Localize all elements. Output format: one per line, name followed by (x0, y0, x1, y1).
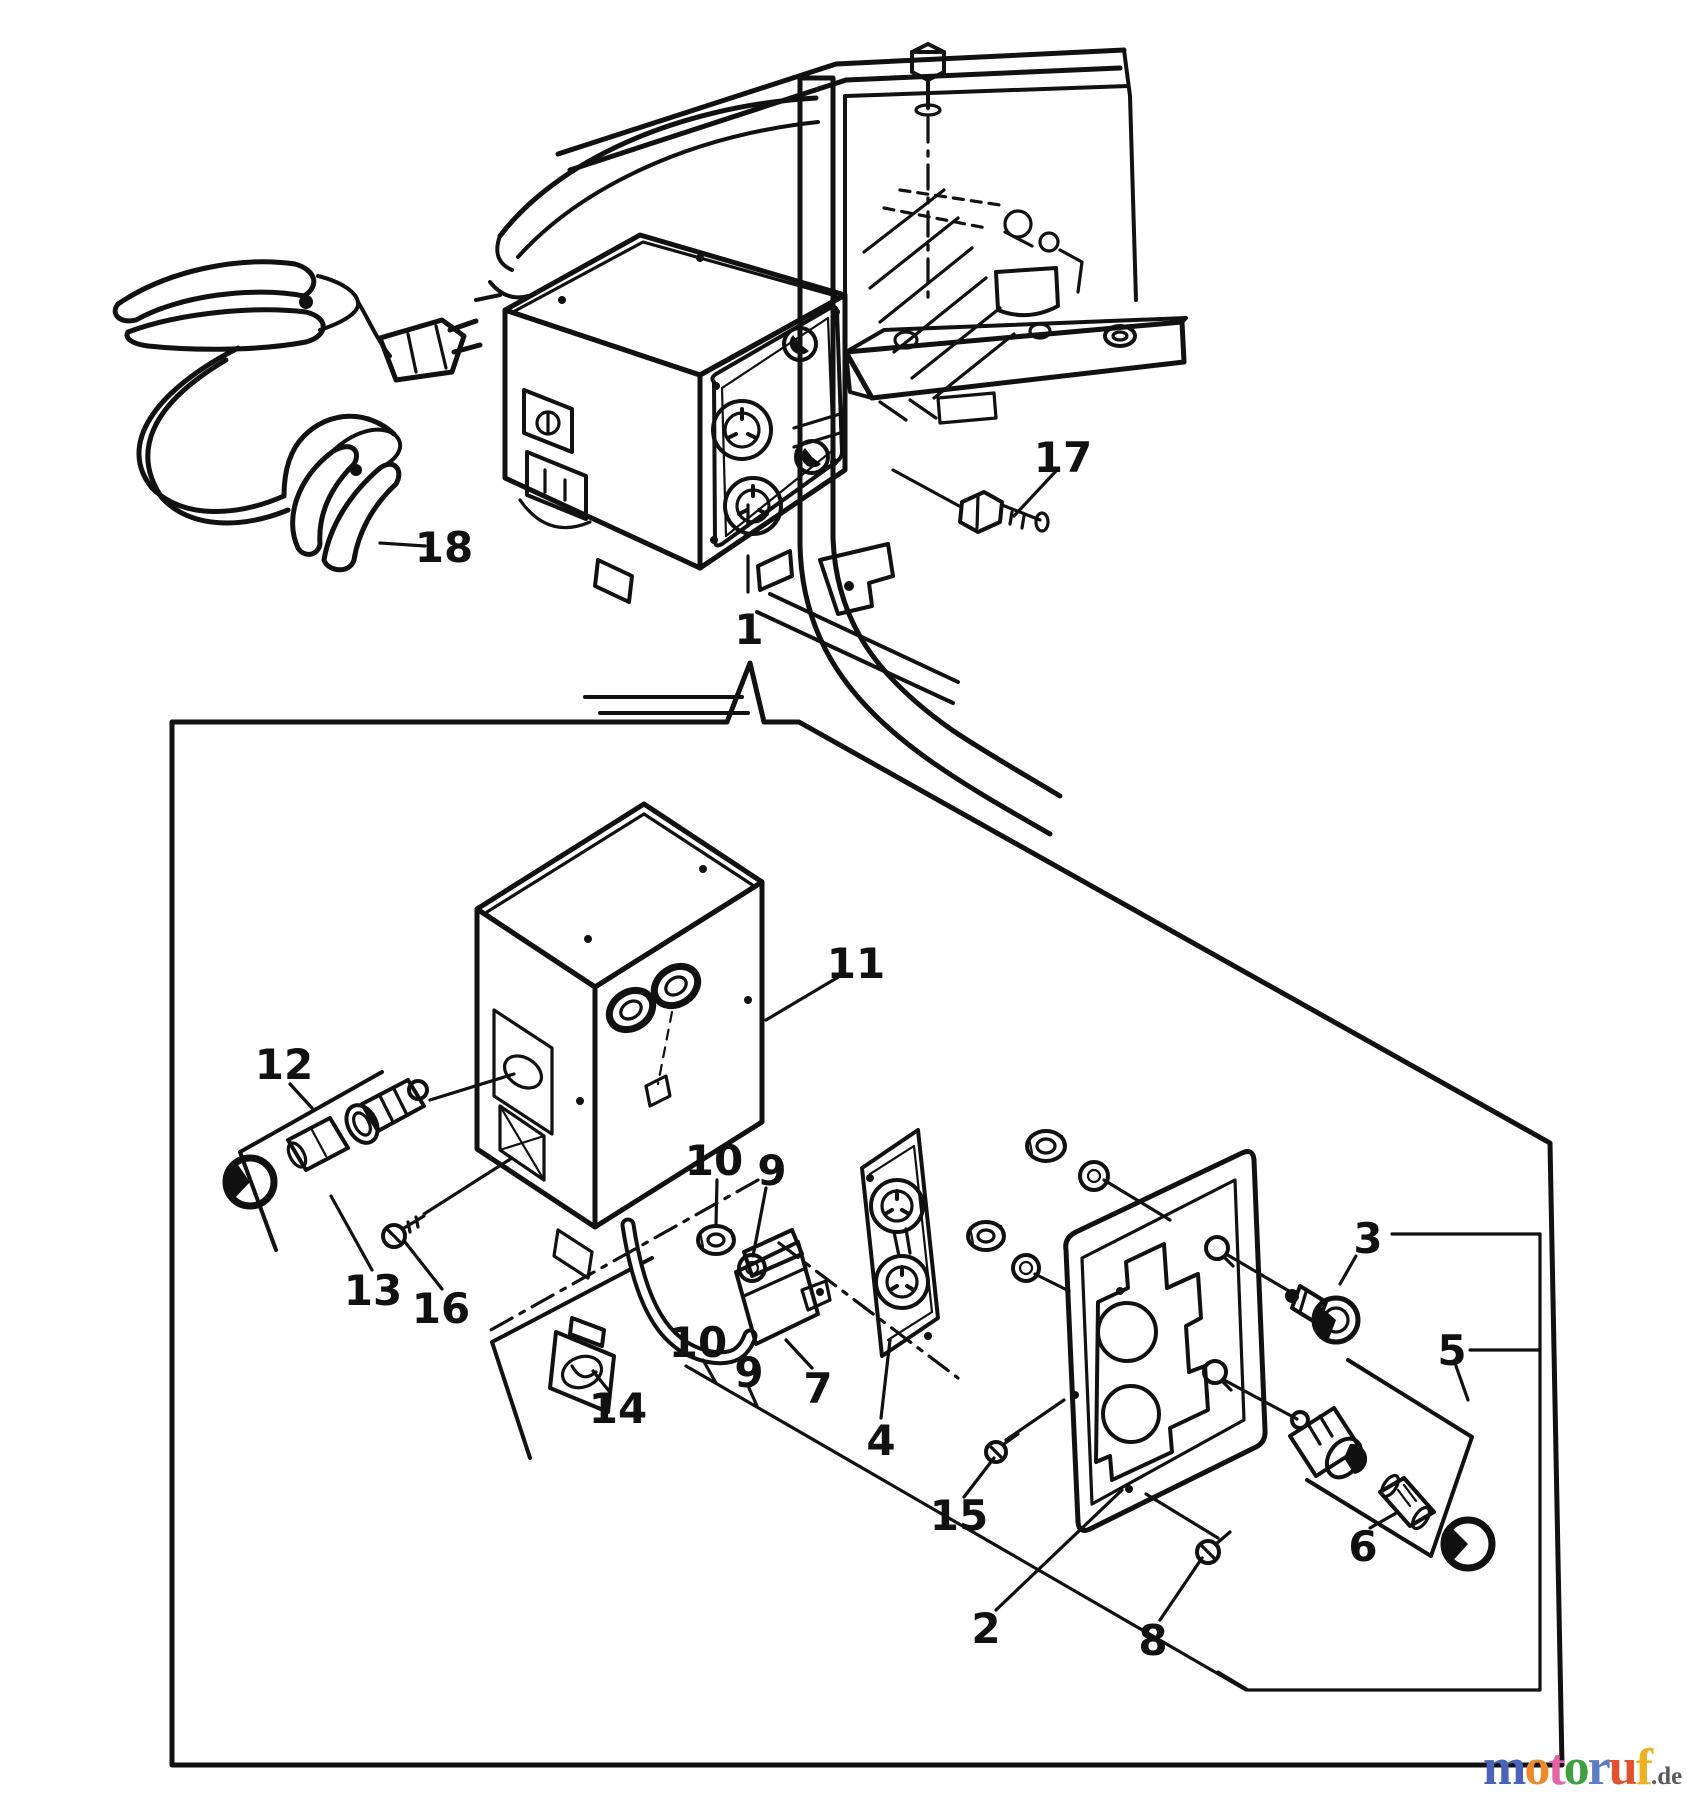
callout-11: 11 (827, 939, 885, 988)
pilot-lamp-3-drawing (1224, 1252, 1361, 1345)
receptacle-plate-4-drawing (860, 1128, 940, 1358)
callout-3: 3 (1353, 1214, 1382, 1263)
watermark-letter: m (1483, 1739, 1526, 1796)
callout-16: 16 (412, 1284, 470, 1333)
callout-9-top: 9 (757, 1146, 786, 1195)
callout-1: 1 (734, 605, 763, 654)
callout-18: 18 (415, 523, 473, 572)
ring-nuts-washers-drawing (696, 1129, 1172, 1293)
detail-box-border (169, 660, 1565, 1768)
connector-14-drawing (490, 1256, 654, 1460)
callout-7: 7 (803, 1364, 832, 1413)
watermark: motoruf.de (1483, 1738, 1682, 1797)
control-box-mounted-drawing (502, 232, 848, 604)
screw-16-drawing (381, 1156, 514, 1249)
screw-8-drawing (1144, 1492, 1232, 1565)
callout-8: 8 (1138, 1616, 1167, 1665)
callout-10-bottom: 10 (669, 1318, 727, 1367)
bolt-17-drawing (891, 468, 1050, 534)
callout-labels: 1 2 3 4 5 6 7 8 9 10 9 10 11 12 13 14 15… (255, 433, 1467, 1665)
watermark-letter: f (1635, 1739, 1653, 1796)
control-box-11-drawing (474, 801, 765, 1280)
engine-assembly-drawing (474, 42, 1188, 837)
front-panel-2-drawing (1063, 1149, 1268, 1533)
callout-5: 5 (1437, 1326, 1466, 1375)
watermark-letter: r (1587, 1739, 1611, 1796)
callout-12: 12 (255, 1040, 313, 1089)
watermark-letter: o (1524, 1739, 1550, 1796)
watermark-suffix: .de (1651, 1763, 1683, 1790)
callout-6: 6 (1348, 1522, 1377, 1571)
watermark-letter: t (1548, 1739, 1565, 1796)
screw-15-drawing (984, 1432, 1020, 1464)
callout-2: 2 (971, 1604, 1000, 1653)
callout-15: 15 (930, 1491, 988, 1540)
callout-14: 14 (589, 1384, 647, 1433)
callout-4: 4 (866, 1416, 895, 1465)
fuse-holder-5-drawing (1222, 1358, 1496, 1572)
battery-cable-assembly-drawing (112, 259, 483, 573)
callout-10-top: 10 (685, 1136, 743, 1185)
watermark-letter: u (1608, 1739, 1638, 1796)
leader-lines (288, 469, 1542, 1692)
callout-17: 17 (1034, 433, 1092, 482)
breaker-7-drawing (620, 1217, 832, 1366)
watermark-letter: o (1563, 1739, 1590, 1796)
fuse-holder-12-drawing (222, 1070, 516, 1252)
callout-13: 13 (344, 1266, 402, 1315)
callout-9-bottom: 9 (734, 1348, 763, 1397)
